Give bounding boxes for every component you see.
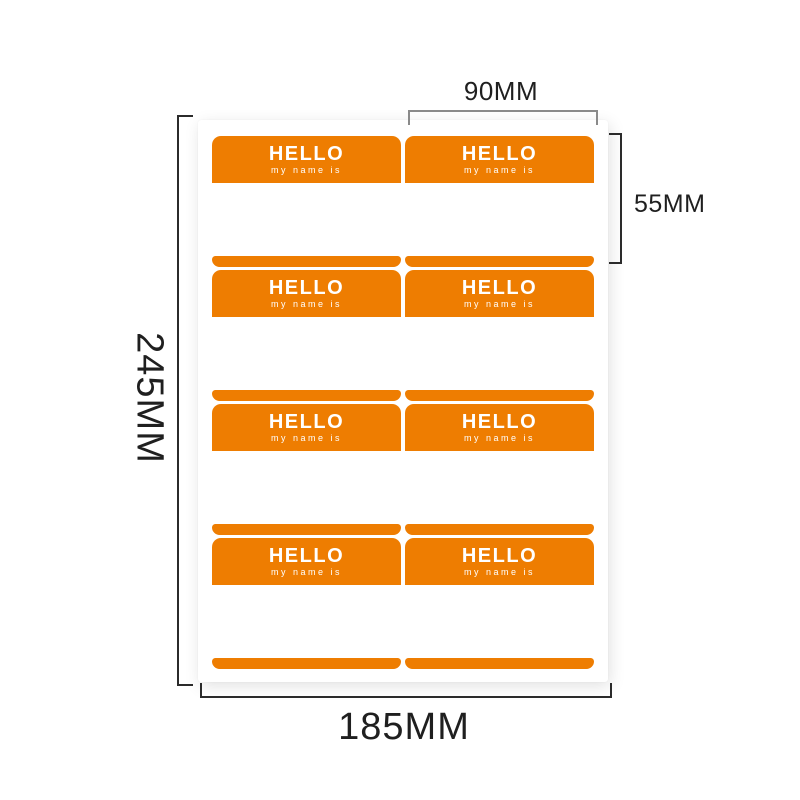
sticker-header-band: HELLO my name is [212, 404, 401, 451]
sticker-header-band: HELLO my name is [212, 270, 401, 317]
sticker-myname-text: my name is [463, 299, 535, 309]
name-tag-sticker: HELLO my name is [212, 136, 401, 267]
sticker-bottom-strip [212, 390, 401, 401]
sticker-hello-text: HELLO [268, 411, 345, 433]
sticker-sheet: HELLO my name is HELLO my name is HELLO … [198, 120, 608, 682]
name-tag-sticker: HELLO my name is [212, 270, 401, 401]
sticker-myname-text: my name is [270, 433, 342, 443]
sticker-hello-text: HELLO [461, 143, 538, 165]
sticker-header-band: HELLO my name is [405, 136, 594, 183]
name-tag-sticker: HELLO my name is [405, 136, 594, 267]
name-tag-sticker: HELLO my name is [212, 404, 401, 535]
sticker-hello-text: HELLO [461, 411, 538, 433]
sticker-bottom-strip [212, 524, 401, 535]
sticker-myname-text: my name is [463, 165, 535, 175]
sticker-height-dimension-bracket [609, 133, 622, 264]
sticker-header-band: HELLO my name is [405, 270, 594, 317]
sticker-hello-text: HELLO [268, 143, 345, 165]
name-tag-sticker: HELLO my name is [405, 538, 594, 669]
sticker-myname-text: my name is [270, 567, 342, 577]
sticker-bottom-strip [405, 390, 594, 401]
sticker-hello-text: HELLO [461, 545, 538, 567]
sticker-bottom-strip [405, 524, 594, 535]
sticker-hello-text: HELLO [268, 545, 345, 567]
sticker-hello-text: HELLO [268, 277, 345, 299]
name-tag-sticker: HELLO my name is [405, 270, 594, 401]
sticker-bottom-strip [212, 256, 401, 267]
sheet-height-dimension-label: 245MM [128, 332, 171, 464]
sheet-width-dimension-bracket [200, 683, 612, 698]
sticker-header-band: HELLO my name is [405, 538, 594, 585]
sticker-bottom-strip [405, 256, 594, 267]
sticker-bottom-strip [212, 658, 401, 669]
sticker-header-band: HELLO my name is [212, 136, 401, 183]
sticker-myname-text: my name is [270, 165, 342, 175]
sticker-myname-text: my name is [270, 299, 342, 309]
sticker-myname-text: my name is [463, 567, 535, 577]
sticker-width-dimension-label: 90MM [463, 76, 539, 106]
name-tag-sticker: HELLO my name is [405, 404, 594, 535]
sticker-header-band: HELLO my name is [212, 538, 401, 585]
sticker-bottom-strip [405, 658, 594, 669]
sticker-header-band: HELLO my name is [405, 404, 594, 451]
sticker-height-dimension-label: 55MM [634, 190, 706, 218]
name-tag-sticker: HELLO my name is [212, 538, 401, 669]
sticker-hello-text: HELLO [461, 277, 538, 299]
sticker-myname-text: my name is [463, 433, 535, 443]
sticker-width-dimension-bracket [408, 110, 598, 125]
sheet-width-dimension-label: 185MM [338, 706, 470, 748]
sheet-height-dimension-bracket [177, 115, 193, 686]
